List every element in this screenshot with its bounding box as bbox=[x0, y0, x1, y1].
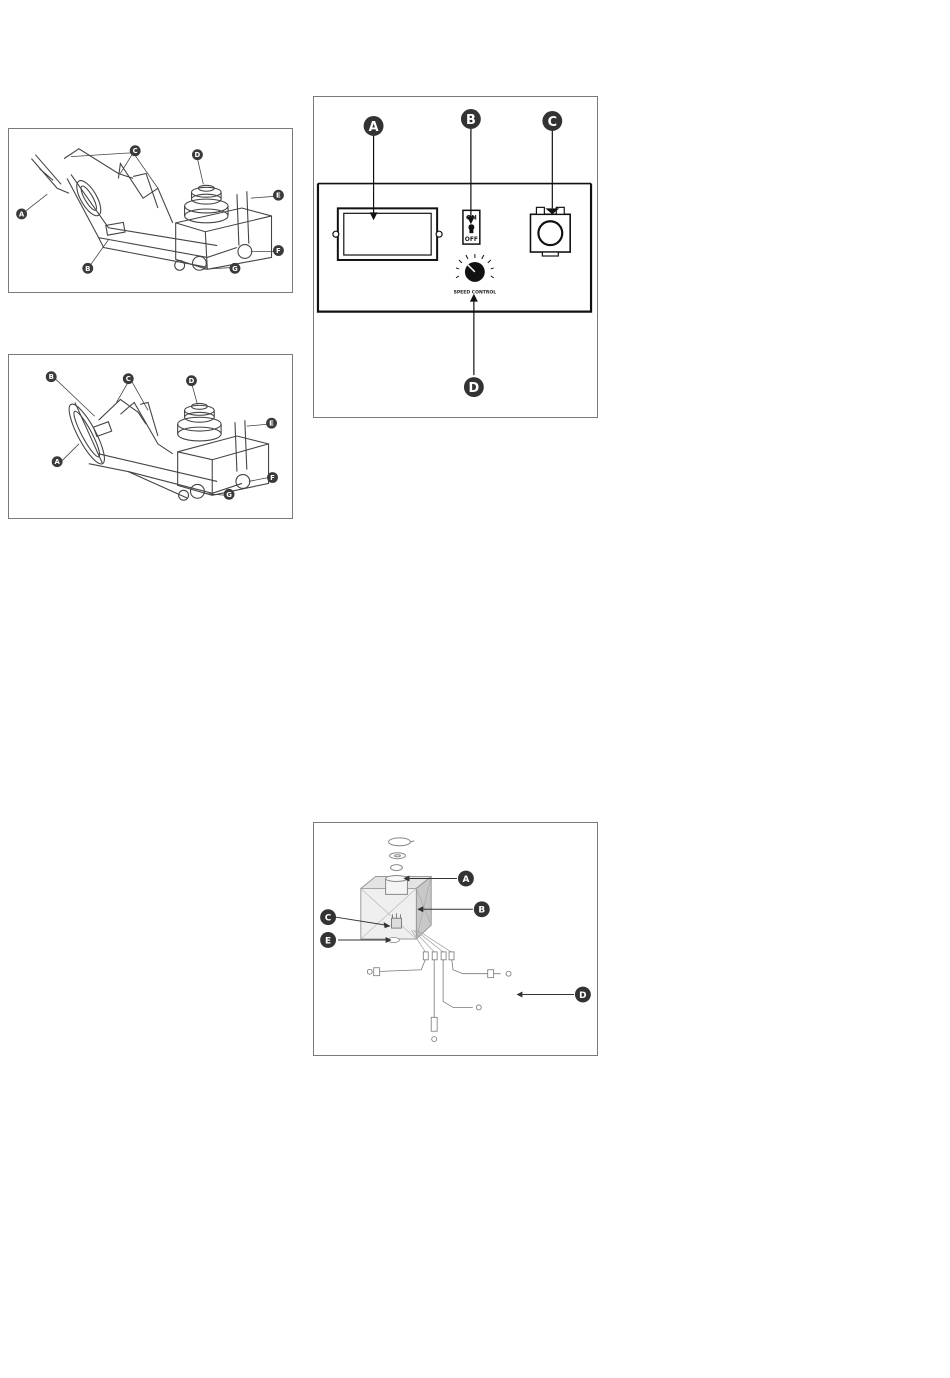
svg-text:D: D bbox=[195, 151, 201, 159]
callout-B: B bbox=[82, 263, 93, 274]
exploded-assembly-figure: A B C E D bbox=[313, 822, 598, 1056]
callout-A: A bbox=[458, 871, 474, 887]
callout-C: C bbox=[130, 145, 141, 156]
svg-text:F: F bbox=[270, 474, 275, 482]
machine-folded-view-drawing: B C D E F G A bbox=[9, 355, 292, 518]
dial-label: SPEED CONTROL bbox=[454, 290, 497, 296]
svg-text:C: C bbox=[126, 375, 131, 383]
callout-D: D bbox=[192, 149, 203, 160]
svg-text:B: B bbox=[478, 906, 485, 916]
svg-text:B: B bbox=[85, 265, 90, 273]
callout-C: C bbox=[320, 909, 336, 925]
callout-F: F bbox=[267, 472, 278, 483]
svg-text:A: A bbox=[19, 210, 25, 218]
speed-control-dial: SPEED CONTROL bbox=[454, 254, 497, 296]
svg-text:C: C bbox=[548, 115, 557, 130]
callout-E: E bbox=[266, 418, 277, 429]
display-window bbox=[333, 208, 442, 260]
svg-text:A: A bbox=[369, 120, 379, 135]
callout-D: D bbox=[464, 377, 484, 397]
switch-off-label: OFF bbox=[465, 236, 478, 243]
control-panel-figure: ON OFF bbox=[313, 96, 598, 418]
svg-text:A: A bbox=[54, 458, 60, 466]
callout-A: A bbox=[364, 116, 384, 136]
callout-A: A bbox=[16, 209, 27, 220]
push-button bbox=[530, 207, 570, 256]
callout-A: A bbox=[52, 456, 63, 467]
wiring-harness bbox=[367, 930, 511, 1042]
callout-B: B bbox=[46, 371, 57, 382]
callout-E: E bbox=[273, 190, 284, 201]
callout-C: C bbox=[123, 373, 134, 384]
callout-B: B bbox=[474, 901, 490, 917]
exploded-assembly-drawing: A B C E D bbox=[314, 823, 597, 1055]
svg-text:C: C bbox=[325, 914, 332, 924]
svg-text:D: D bbox=[579, 991, 586, 1001]
callout-C: C bbox=[542, 111, 562, 131]
svg-text:D: D bbox=[469, 381, 480, 396]
svg-text:B: B bbox=[466, 113, 476, 128]
button-icon bbox=[538, 221, 562, 245]
svg-text:D: D bbox=[189, 377, 195, 385]
machine-frame bbox=[31, 149, 271, 271]
callout-G: G bbox=[224, 489, 235, 500]
svg-text:A: A bbox=[462, 875, 469, 885]
callout-G: G bbox=[230, 263, 241, 274]
callout-D: D bbox=[186, 375, 197, 386]
machine-folded-view-figure: B C D E F G A bbox=[8, 354, 293, 519]
machine-side-view-drawing: A C D E F G B bbox=[9, 129, 292, 292]
svg-text:F: F bbox=[276, 247, 281, 255]
control-panel-drawing: ON OFF bbox=[314, 97, 597, 417]
machine-side-view-figure: A C D E F G B bbox=[8, 128, 293, 293]
svg-text:E: E bbox=[325, 936, 331, 946]
callout-F: F bbox=[273, 245, 284, 256]
callout-B: B bbox=[461, 109, 481, 129]
svg-text:B: B bbox=[49, 373, 54, 381]
leader-lines bbox=[25, 153, 277, 270]
top-rings bbox=[389, 838, 415, 871]
svg-text:E: E bbox=[269, 420, 274, 428]
svg-text:G: G bbox=[232, 265, 238, 273]
machine-frame bbox=[63, 399, 268, 500]
svg-text:G: G bbox=[226, 491, 232, 499]
callout-D: D bbox=[575, 987, 591, 1003]
svg-text:E: E bbox=[276, 192, 281, 200]
callout-E: E bbox=[320, 932, 336, 948]
svg-text:C: C bbox=[133, 147, 138, 155]
